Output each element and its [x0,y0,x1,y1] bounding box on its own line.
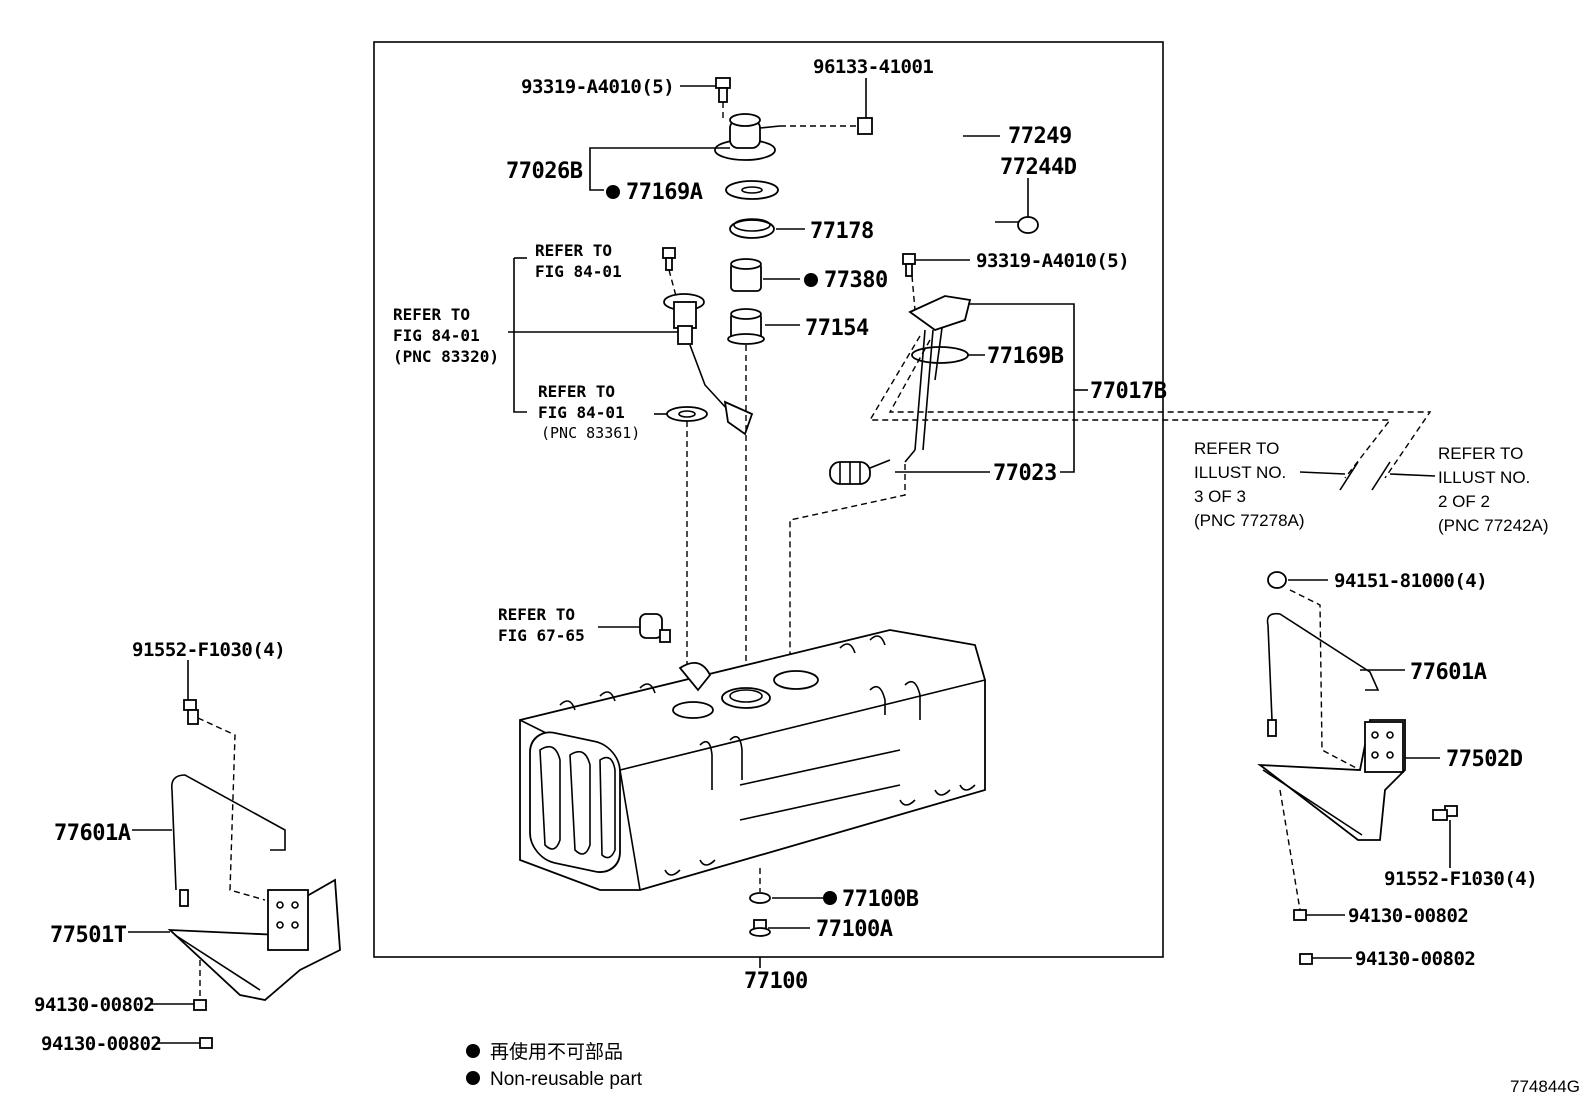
nut-icon [1293,909,1307,921]
part-label-77169a: 77169A [626,180,703,205]
part-label-77023: 77023 [993,461,1057,486]
part-label-77100a: 77100A [816,917,893,942]
non-reusable-dot-icon [804,273,818,287]
gasket-icon [725,180,779,200]
bolt-icon [1432,805,1458,821]
drain-gasket-icon [749,892,771,904]
nut-icon [193,999,207,1011]
pump-bracket-icon [727,308,765,345]
part-label-94130-right-1: 94130-00802 [1348,905,1468,927]
part-label-77178: 77178 [810,219,874,244]
part-label-77380: 77380 [824,268,888,293]
fuel-sender-gauge-icon [662,247,754,436]
illustration-id: 774844G [1510,1077,1580,1096]
part-label-93319-top: 93319-A4010(5) [521,76,674,98]
ref-illust-2-line3: 2 OF 2 [1438,492,1490,511]
bolt-icon [715,77,731,103]
legend-dot-icon [466,1071,480,1085]
drain-plug-icon [749,919,771,937]
part-label-77026b: 77026B [506,159,583,184]
ref-illust-3-line3: 3 OF 3 [1194,487,1246,506]
part-label-77154: 77154 [805,316,869,341]
part-label-77601a-left: 77601A [54,821,131,846]
ref-84-01-c-line2: FIG 84-01 [538,403,625,422]
part-label-91552-right: 91552-F1030(4) [1384,868,1537,890]
part-label-94151: 94151-81000(4) [1334,570,1487,592]
fuel-hose-icon [877,124,996,211]
ref-84-01-b-line3: (PNC 83320) [393,347,499,366]
hose-clip-icon [857,117,873,135]
fuel-tank-icon [519,629,986,891]
part-label-77502d: 77502D [1446,747,1523,772]
ref-84-01-b-line2: FIG 84-01 [393,326,480,345]
ref-illust-2-line2: ILLUST NO. [1438,468,1530,487]
legend-english: Non-reusable part [490,1069,643,1090]
legend-dot-icon [466,1044,480,1058]
hose-clamp-icon [995,216,1039,234]
legend-japanese: 再使用不可部品 [490,1041,623,1063]
part-label-94130-left-2: 94130-00802 [41,1033,161,1055]
part-label-96133: 96133-41001 [813,56,933,78]
ref-84-01-c-line1: REFER TO [538,382,615,401]
ref-84-01-b-line1: REFER TO [393,305,470,324]
fuel-pump-cap-icon [714,113,781,161]
part-label-77017b: 77017B [1090,379,1167,404]
part-label-93319-right: 93319-A4010(5) [976,250,1129,272]
fuel-filter-icon [730,258,762,292]
part-label-94130-left-1: 94130-00802 [34,994,154,1016]
nut-icon [1267,571,1287,589]
bolt-icon [902,253,916,277]
non-reusable-dot-icon [823,891,837,905]
part-label-77601a-right: 77601A [1410,660,1487,685]
ref-illust-2-line4: (PNC 77242A) [1438,516,1549,535]
retainer-ring-icon [729,219,775,239]
ref-84-01-c-line3: (PNC 83361) [541,424,640,442]
fuel-pump-assembly-icon [829,295,972,485]
gasket-icon [666,406,708,422]
tank-bracket-icon [167,878,341,1001]
part-label-77100: 77100 [744,969,808,994]
bolt-icon [183,699,199,725]
part-label-77244d: 77244D [1000,155,1077,180]
part-label-91552-left: 91552-F1030(4) [132,639,285,661]
part-label-94130-right-2: 94130-00802 [1355,948,1475,970]
ref-67-65-line2: FIG 67-65 [498,626,585,645]
ref-84-01-a-line1: REFER TO [535,241,612,260]
ref-illust-3-line1: REFER TO [1194,439,1279,458]
part-label-77501t: 77501T [50,923,127,948]
main-frame [373,41,1164,958]
tank-bracket-icon [1257,719,1406,841]
nut-icon [199,1037,213,1049]
part-label-77169b: 77169B [987,344,1064,369]
ref-84-01-a-line2: FIG 84-01 [535,262,622,281]
ref-illust-3-line2: ILLUST NO. [1194,463,1286,482]
tank-strap-icon [170,774,286,907]
part-label-77249: 77249 [1008,124,1072,149]
part-label-77100b: 77100B [842,887,919,912]
ref-illust-2-line1: REFER TO [1438,444,1523,463]
sensor-icon [639,613,671,643]
tank-strap-icon [1266,612,1380,737]
nut-icon [1299,953,1313,965]
ref-67-65-line1: REFER TO [498,605,575,624]
non-reusable-dot-icon [606,185,620,199]
ref-illust-3-line4: (PNC 77278A) [1194,511,1305,530]
